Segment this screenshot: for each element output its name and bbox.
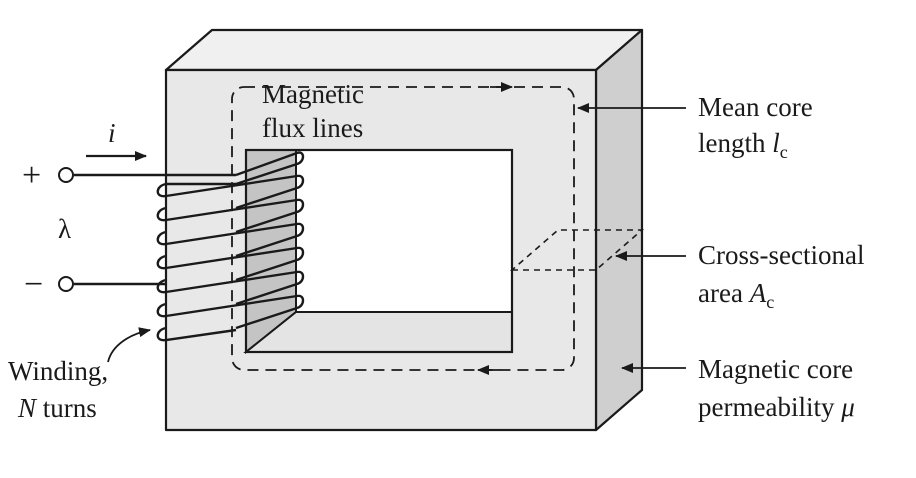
mean-length-symbol: l: [772, 128, 780, 158]
permeability-symbol: μ: [840, 392, 855, 422]
winding-label-line2: N turns: [17, 393, 97, 423]
cross-section-label-line2: area Ac: [698, 278, 774, 312]
flux-label-line1: Magnetic: [262, 79, 364, 109]
coil-turn: [156, 222, 305, 258]
mean-length-label-line2: length lc: [698, 128, 788, 162]
cross-section-subscript: c: [766, 292, 774, 312]
minus-sign: −: [24, 266, 43, 303]
core-window: [243, 148, 514, 355]
mean-length-label-line1: Mean core: [698, 92, 813, 122]
window-outline: [244, 148, 514, 354]
cross-section-label-line1: Cross-sectional: [698, 240, 864, 270]
coil-turn: [156, 326, 237, 342]
window-through-opening: [295, 149, 513, 313]
coil-turn: [156, 294, 305, 330]
minus-terminal: [58, 276, 74, 292]
winding-pointer: [107, 327, 151, 363]
cross-section-prefix: area: [698, 278, 750, 308]
current-label: i: [108, 118, 116, 148]
annotation-pointers: [107, 103, 686, 373]
coil-turn: [235, 151, 305, 186]
permeability-label-line2: permeability μ: [698, 392, 855, 422]
permeability-prefix: permeability: [698, 392, 841, 422]
cross-section-plane: [509, 229, 645, 271]
winding-turns-text: turns: [36, 393, 97, 423]
mean-flux-line: [231, 86, 575, 371]
plus-sign: +: [22, 157, 41, 194]
cross-section-symbol: A: [748, 278, 767, 308]
terminals: [58, 151, 236, 292]
coil-turn: [156, 246, 305, 282]
flux-label-line2: flux lines: [262, 113, 363, 143]
plus-terminal: [58, 167, 74, 183]
flux-path: [231, 82, 575, 375]
permeability-label-line1: Magnetic core: [698, 354, 853, 384]
coil-turn: [156, 174, 305, 210]
flux-linkage-label: λ: [58, 214, 71, 244]
mean-length-subscript: c: [780, 142, 788, 162]
winding-N-symbol: N: [17, 393, 38, 423]
coil-turn: [156, 198, 305, 234]
core-top-face: [164, 28, 644, 72]
winding-label-line1: Winding,: [8, 356, 108, 386]
mean-length-prefix: length: [698, 128, 772, 158]
